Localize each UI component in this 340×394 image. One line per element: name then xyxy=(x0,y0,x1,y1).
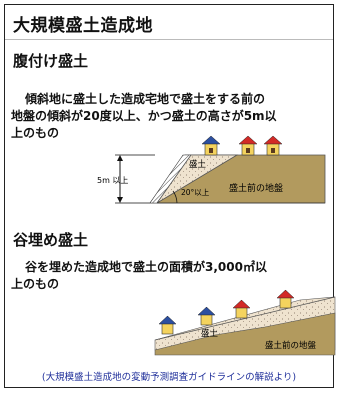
section1-line-1: 傾斜地に盛土した造成宅地で盛土をする前の xyxy=(25,92,266,106)
valley-original-ground xyxy=(154,312,336,356)
section1-line-3: 上のもの xyxy=(11,126,60,140)
section-heading-haratsuke: 腹付け盛土 xyxy=(13,52,89,70)
house-icon xyxy=(158,315,177,335)
house-icon xyxy=(197,306,216,326)
document-page: 大規模盛土造成地 腹付け盛土 傾斜地に盛土した造成宅地で盛土をする前の 地盤の傾… xyxy=(4,4,336,388)
section2-line-1: 谷を埋めた造成地で盛土の面積が3,000㎡以 xyxy=(25,260,267,274)
valley-ground-label: 盛土前の地盤 xyxy=(265,340,317,351)
fill-label: 盛土 xyxy=(189,159,207,170)
house-icon xyxy=(238,135,258,156)
tanimae-diagram: 盛土 盛土前の地盤 xyxy=(154,289,336,356)
fill-surface-line xyxy=(154,296,336,341)
angle-label: 20°以上 xyxy=(181,188,210,197)
height-label: 5m 以上 xyxy=(97,176,128,185)
house-icon xyxy=(232,299,251,319)
section-heading-tanimae: 谷埋め盛土 xyxy=(13,231,89,249)
section2-description: 谷を埋めた造成地で盛土の面積が3,000㎡以 上のもの xyxy=(11,259,329,293)
section1-line-2: 地盤の傾斜が20度以上、かつ盛土の高さが5m以 xyxy=(11,109,277,123)
valley-fill-label: 盛土 xyxy=(201,328,219,339)
height-arrow-top xyxy=(117,155,123,161)
house-icon xyxy=(263,135,283,156)
ground-label: 盛土前の地盤 xyxy=(229,182,283,194)
section2-line-2: 上のもの xyxy=(11,277,60,291)
page-title: 大規模盛土造成地 xyxy=(13,16,153,36)
house-icon xyxy=(276,289,295,309)
source-caption: (大規模盛土造成地の変動予測調査ガイドラインの解説より) xyxy=(41,372,297,383)
title-divider xyxy=(5,39,333,40)
house-icon xyxy=(201,135,221,156)
haratsuke-diagram: 5m 以上 盛土 20°以上 盛土前の地盤 xyxy=(97,135,326,204)
section1-description: 傾斜地に盛土した造成宅地で盛土をする前の 地盤の傾斜が20度以上、かつ盛土の高さ… xyxy=(11,91,329,142)
height-arrow-bottom xyxy=(117,197,123,203)
